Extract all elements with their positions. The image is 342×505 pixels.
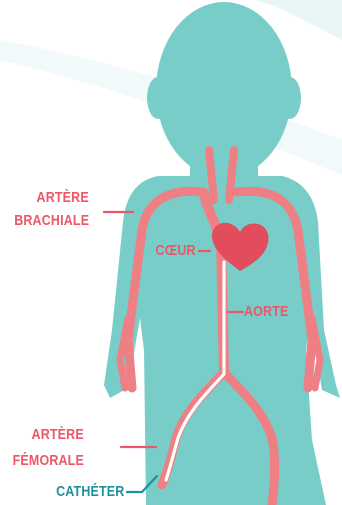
femoral-artery-label-line1: ARTÈRE bbox=[32, 426, 84, 444]
left-ear bbox=[147, 77, 169, 119]
heart-label: CŒUR bbox=[156, 242, 196, 260]
brachial-artery-label-line2: BRACHIALE bbox=[14, 212, 89, 230]
brachial-artery-label-line1: ARTÈRE bbox=[37, 189, 89, 207]
catheter-label: CATHÉTER bbox=[56, 483, 124, 501]
right-ear bbox=[279, 77, 301, 119]
carotid-left bbox=[209, 150, 214, 200]
femoral-artery-label-line2: FÉMORALE bbox=[13, 452, 84, 470]
aorta-label: AORTE bbox=[244, 303, 289, 321]
